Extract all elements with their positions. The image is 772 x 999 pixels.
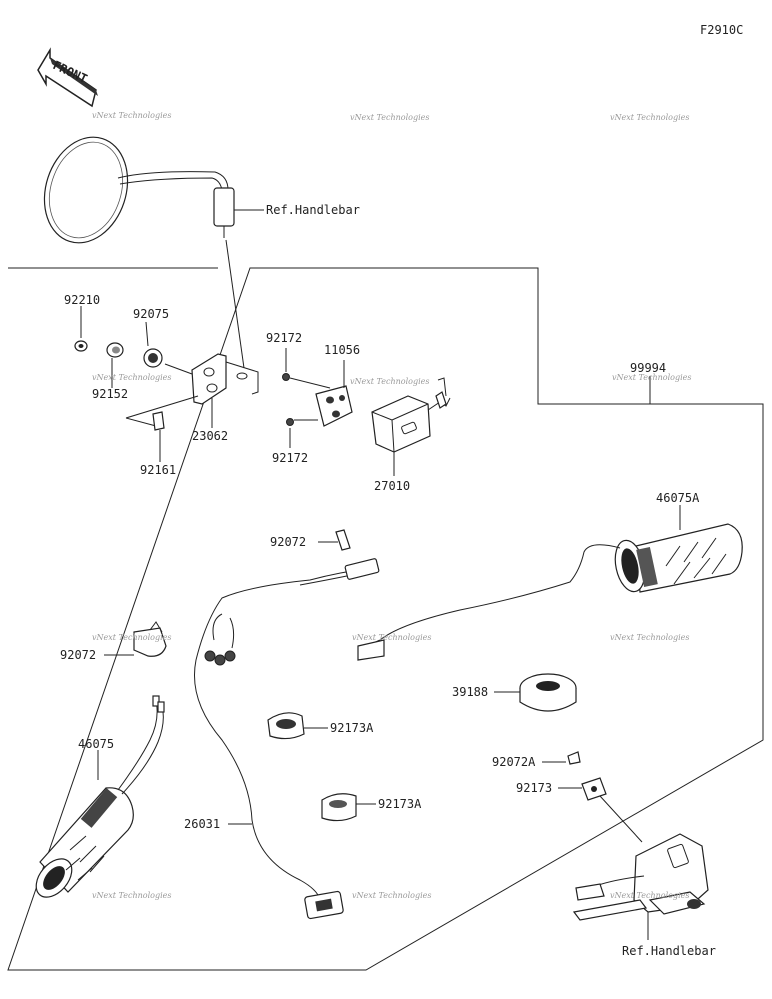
watermark: vNext Technologies [92, 633, 171, 642]
label-92072-left[interactable]: 92072 [60, 648, 96, 662]
label-92210[interactable]: 92210 [64, 293, 100, 307]
part-92072-clip-left[interactable] [133, 621, 167, 657]
label-99994[interactable]: 99994 [630, 361, 666, 375]
part-92075-grommet[interactable] [106, 342, 124, 358]
leader-mirror [225, 239, 245, 369]
label-92075[interactable]: 92075 [133, 307, 169, 321]
part-92173-clamp[interactable] [581, 777, 607, 801]
watermark: vNext Technologies [92, 111, 171, 120]
watermark: vNext Technologies [352, 633, 431, 642]
part-92072A-clip[interactable] [567, 751, 581, 765]
part-92173A-band-top[interactable] [267, 712, 305, 740]
part-92072-clip-top[interactable] [335, 529, 351, 551]
ref-handlebar-bottom: Ref.Handlebar [622, 944, 716, 958]
ref-handlebar-top: Ref.Handlebar [266, 203, 360, 217]
part-23062-bracket[interactable] [191, 353, 259, 405]
part-92210-washer[interactable] [74, 340, 88, 352]
watermark: vNext Technologies [612, 373, 691, 382]
watermark: vNext Technologies [610, 113, 689, 122]
label-11056[interactable]: 11056 [324, 343, 360, 357]
mirror[interactable] [31, 126, 235, 253]
label-92072-top[interactable]: 92072 [270, 535, 306, 549]
figure-code: F2910C [700, 23, 743, 37]
watermark-group: vNext Technologies vNext Technologies vN… [92, 111, 691, 900]
label-46075A[interactable]: 46075A [656, 491, 700, 505]
watermark: vNext Technologies [352, 891, 431, 900]
label-92173A-top[interactable]: 92173A [330, 721, 374, 735]
part-11056-plate[interactable] [315, 385, 353, 427]
part-92075-damper[interactable] [143, 348, 163, 368]
label-92172-top[interactable]: 92172 [266, 331, 302, 345]
part-46075A-heated-grip[interactable] [611, 523, 743, 594]
part-26031-harness[interactable] [193, 558, 380, 920]
watermark: vNext Technologies [610, 891, 689, 900]
label-46075[interactable]: 46075 [78, 737, 114, 751]
label-27010[interactable]: 27010 [374, 479, 410, 493]
watermark: vNext Technologies [92, 891, 171, 900]
part-46075-heated-grip[interactable] [29, 695, 165, 904]
part-92173A-band-bottom[interactable] [321, 793, 357, 822]
label-92173A-bottom[interactable]: 92173A [378, 797, 422, 811]
label-26031[interactable]: 26031 [184, 817, 220, 831]
watermark: vNext Technologies [350, 113, 429, 122]
watermark: vNext Technologies [350, 377, 429, 386]
part-92172-screw-top[interactable] [282, 373, 290, 381]
label-92161[interactable]: 92161 [140, 463, 176, 477]
part-39188-ring[interactable] [519, 673, 577, 712]
diagram-frame [7, 267, 764, 971]
label-23062[interactable]: 23062 [192, 429, 228, 443]
label-39188[interactable]: 39188 [452, 685, 488, 699]
watermark: vNext Technologies [92, 373, 171, 382]
label-92152[interactable]: 92152 [92, 387, 128, 401]
label-92173[interactable]: 92173 [516, 781, 552, 795]
label-92072A[interactable]: 92072A [492, 755, 536, 769]
label-92172-bottom[interactable]: 92172 [272, 451, 308, 465]
front-arrow-icon: FRONT [37, 47, 98, 108]
part-27010-switch[interactable] [371, 377, 451, 453]
part-92172-screw-bottom[interactable] [286, 418, 294, 426]
handlebar-switch-housing[interactable] [572, 833, 709, 921]
part-92161-block[interactable] [152, 411, 165, 431]
watermark: vNext Technologies [610, 633, 689, 642]
